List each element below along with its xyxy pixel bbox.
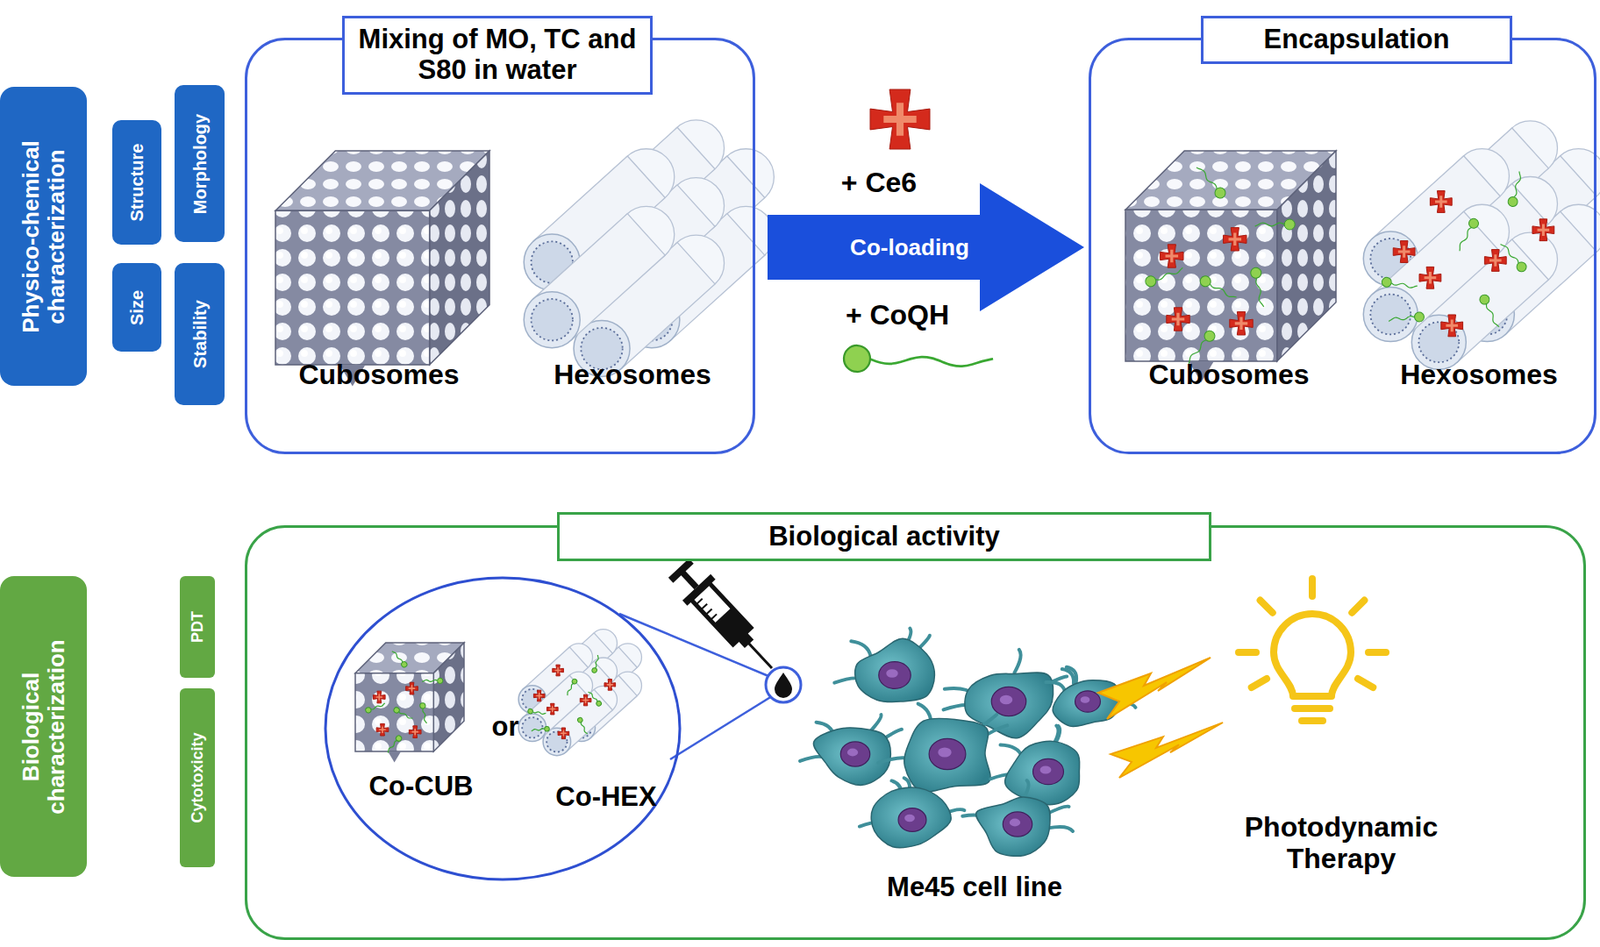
vertical-label: Stability — [189, 268, 209, 400]
ce6-molecule — [533, 690, 545, 702]
hexosome-drawing — [523, 120, 774, 377]
caption-label: Photodynamic Therapy — [1222, 812, 1460, 876]
coqh-molecule — [586, 690, 603, 708]
ce6-molecule — [376, 723, 389, 736]
vertical-label: Physico-chemical characterization — [17, 121, 69, 352]
ce6-molecule — [1392, 241, 1415, 264]
caption-label: Hexosomes — [553, 359, 712, 392]
coqh-molecule — [1454, 216, 1481, 253]
me45-cells — [800, 628, 1136, 858]
caption-label: Me45 cell line — [886, 872, 1063, 904]
ce6-molecule — [604, 679, 616, 692]
coqh-molecule — [364, 701, 386, 715]
coqh-molecule — [842, 344, 993, 377]
light-bulb — [1238, 578, 1386, 722]
ce6-molecule — [406, 682, 419, 695]
coqh-molecule — [392, 707, 415, 722]
coqh-molecule — [527, 708, 546, 717]
panel-heading: Biological activity — [557, 512, 1212, 562]
process-arrow: Co-loading — [767, 183, 1085, 312]
ce6-molecule — [408, 726, 422, 739]
node-label: Co-CUB — [369, 771, 474, 803]
property-tag: Size — [112, 263, 162, 352]
coqh-molecule — [1478, 292, 1502, 329]
ce6-molecule — [557, 728, 570, 740]
hexosome-drawing — [1363, 121, 1600, 370]
ce6-molecule — [1429, 191, 1452, 214]
coqh-molecule — [564, 678, 579, 697]
coqh-molecule — [1143, 264, 1186, 289]
coqh-molecule — [577, 717, 590, 736]
property-tag: Cytotoxicity — [179, 688, 215, 868]
node-label: Co-loading — [850, 235, 970, 261]
coqh-molecule — [1198, 274, 1238, 304]
light-bolt — [1110, 722, 1223, 779]
ce6-molecule — [1484, 250, 1507, 272]
property-tag: Morphology — [174, 85, 225, 243]
hexosome-drawing — [518, 629, 642, 757]
coqh-molecule — [1255, 219, 1296, 230]
caption-label: Cubosomes — [1148, 359, 1309, 392]
droplet — [774, 672, 793, 699]
panel-heading: Encapsulation — [1200, 15, 1513, 65]
vertical-label: Size — [127, 268, 147, 348]
ce6-molecule — [372, 691, 386, 704]
syringe — [664, 555, 787, 682]
coqh-molecule — [419, 702, 429, 724]
cubosome-drawing — [275, 150, 490, 386]
ce6-molecule — [1532, 219, 1555, 242]
ce6-molecule — [579, 694, 592, 707]
coqh-molecule — [1193, 163, 1229, 201]
caption-label: Hexosomes — [1400, 359, 1558, 392]
coqh-molecule — [385, 735, 403, 755]
cubosome-drawing — [355, 642, 465, 763]
light-bolt — [1098, 657, 1211, 720]
vertical-label: Morphology — [189, 90, 209, 238]
caption-label: + Ce6 — [841, 167, 917, 200]
vertical-label: Cytotoxicity — [188, 692, 207, 864]
coqh-molecule — [1507, 171, 1526, 208]
ce6-molecule — [870, 89, 930, 150]
property-tag: Structure — [112, 120, 162, 245]
vertical-label: Structure — [127, 125, 147, 240]
vertical-label: Biological characterization — [17, 612, 69, 843]
coqh-molecule — [1387, 312, 1424, 325]
cubosome-drawing — [1125, 150, 1336, 383]
coqh-molecule — [1380, 276, 1418, 293]
coqh-molecule — [591, 655, 601, 674]
node-label: or — [492, 712, 520, 743]
coqh-molecule — [421, 678, 443, 684]
leader-line — [619, 614, 769, 677]
caption-label: + CoQH — [845, 300, 950, 332]
ce6-molecule — [1223, 228, 1247, 251]
coqh-molecule — [390, 649, 408, 669]
process-panel: Mixing of MO, TC and S80 in water — [244, 37, 756, 455]
ce6-molecule — [1419, 266, 1442, 289]
caption-label: Cubosomes — [298, 359, 459, 392]
category-band: Biological characterization — [0, 576, 87, 878]
panel-heading: Mixing of MO, TC and S80 in water — [342, 15, 653, 95]
leader-line — [670, 696, 772, 760]
coqh-molecule — [530, 726, 550, 733]
ce6-molecule — [552, 664, 565, 677]
ce6-molecule — [547, 703, 559, 715]
property-tag: Stability — [174, 263, 225, 406]
ce6-molecule — [1229, 312, 1253, 336]
droplet-circle — [765, 667, 801, 703]
process-panel: Encapsulation — [1088, 37, 1597, 455]
vertical-label: PDT — [188, 580, 207, 674]
node-label: Co-HEX — [555, 782, 657, 814]
category-band: Physico-chemical characterization — [0, 86, 87, 386]
ce6-molecule — [1441, 314, 1464, 337]
property-tag: PDT — [179, 576, 215, 679]
formulation-ellipse: Co-CUB orCo-HEX — [323, 576, 682, 882]
coqh-molecule — [1250, 266, 1268, 308]
ce6-molecule — [1166, 307, 1190, 331]
coqh-molecule — [1498, 240, 1529, 274]
ce6-molecule — [1160, 244, 1184, 268]
